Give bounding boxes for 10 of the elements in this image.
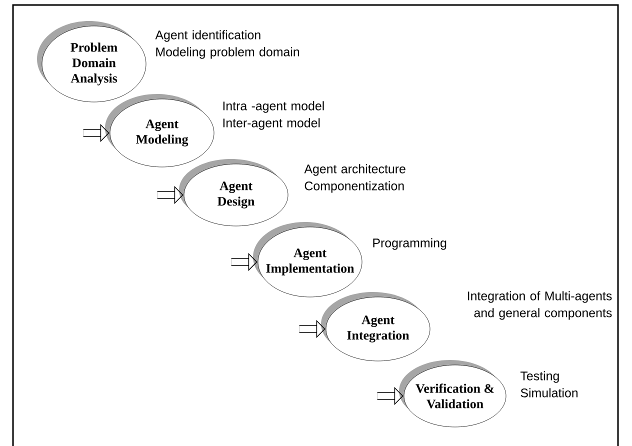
- description-text: Simulation: [520, 388, 578, 398]
- description-text: Inter-agent model: [223, 118, 320, 130]
- description-text: Agent architecture: [304, 164, 406, 176]
- description-text: Modeling problem domain: [156, 47, 300, 59]
- description-text: Componentization: [304, 181, 404, 193]
- description-text: Agent identification: [155, 30, 260, 42]
- description-text: Programming: [373, 238, 446, 250]
- description-text: Intra -agent model: [223, 101, 324, 113]
- description-text: Integration of Multi-agents and general components: [468, 291, 612, 320]
- description-text: Testing: [520, 371, 559, 383]
